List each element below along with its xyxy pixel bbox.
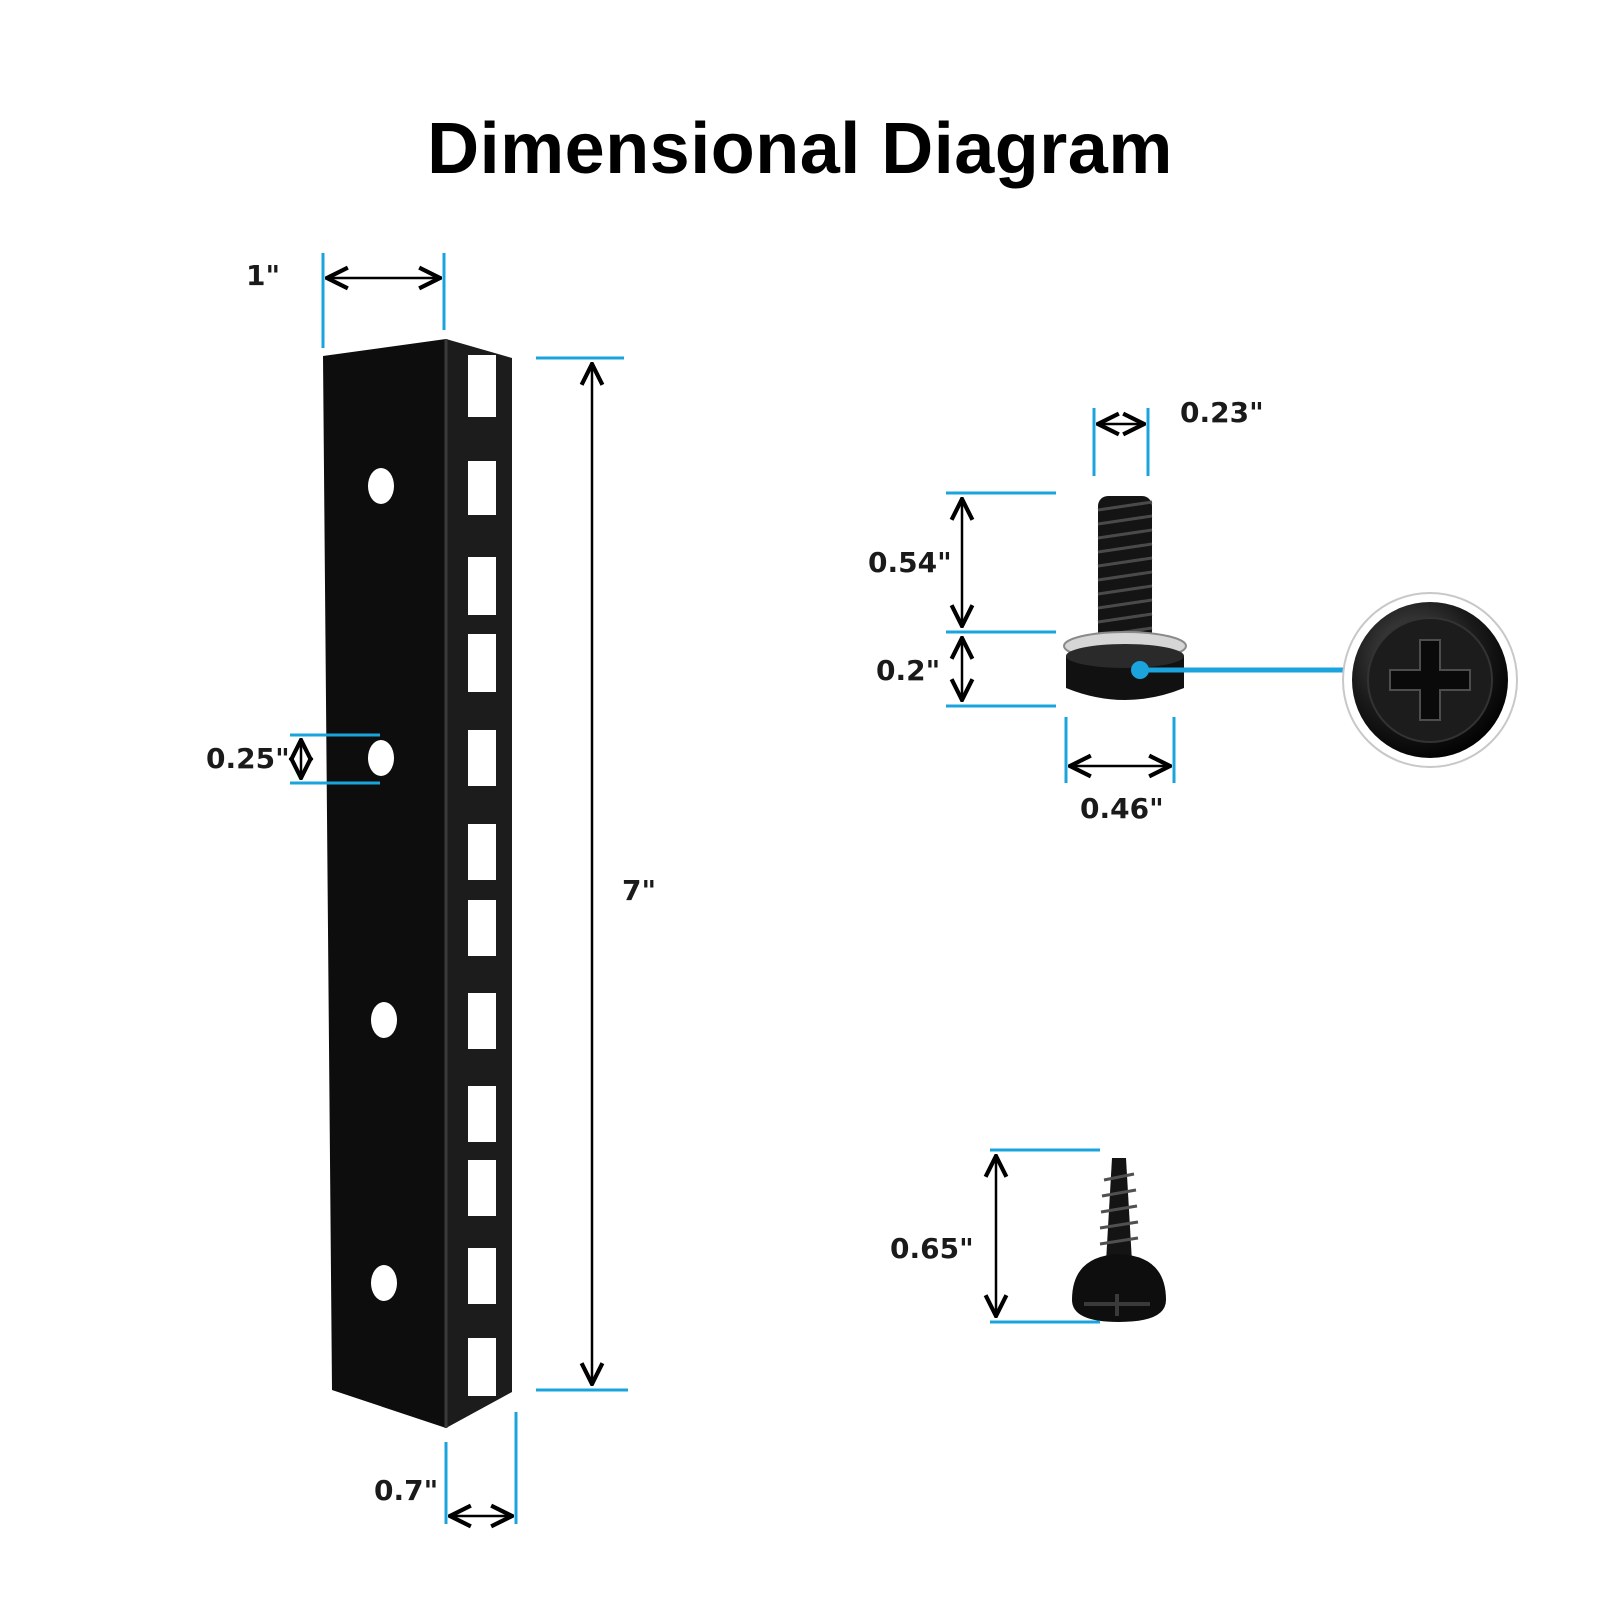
rail-front-face bbox=[323, 339, 446, 1428]
square-hole bbox=[468, 993, 496, 1049]
round-hole bbox=[368, 468, 394, 504]
square-hole bbox=[468, 1338, 496, 1396]
round-hole bbox=[371, 1002, 397, 1038]
head-height-label: 0.2" bbox=[876, 654, 941, 687]
rack-rail bbox=[323, 339, 512, 1428]
square-hole bbox=[468, 355, 496, 417]
round-hole bbox=[371, 1265, 397, 1301]
square-hole bbox=[468, 824, 496, 880]
machine-screw-dimension-lines bbox=[946, 408, 1176, 783]
square-hole bbox=[468, 1248, 496, 1304]
rail-square-holes bbox=[468, 355, 496, 1396]
rail-width-label: 1" bbox=[246, 259, 281, 292]
square-hole bbox=[468, 557, 496, 615]
machine-screw bbox=[1063, 496, 1187, 700]
rail-arrows bbox=[301, 278, 592, 1516]
round-hole bbox=[368, 740, 394, 776]
thread-length-label: 0.54" bbox=[868, 546, 952, 579]
screw-head-detail bbox=[1342, 592, 1518, 768]
wood-screw-dimension-lines bbox=[990, 1148, 1100, 1324]
machine-screw-arrows bbox=[962, 424, 1170, 766]
rail-round-holes bbox=[368, 468, 397, 1301]
rail-hole-label: 0.25" bbox=[206, 742, 290, 775]
square-hole bbox=[468, 461, 496, 515]
rail-flange-label: 0.7" bbox=[374, 1474, 439, 1507]
head-callout bbox=[1131, 661, 1344, 679]
phillips-head-icon bbox=[1389, 639, 1471, 721]
rail-height-label: 7" bbox=[622, 874, 657, 907]
wood-screw-length-label: 0.65" bbox=[890, 1232, 974, 1265]
thread-diameter-label: 0.23" bbox=[1180, 396, 1264, 429]
square-hole bbox=[468, 634, 496, 692]
rail-dimension-lines bbox=[290, 253, 628, 1524]
square-hole bbox=[468, 900, 496, 956]
square-hole bbox=[468, 1160, 496, 1216]
square-hole bbox=[468, 730, 496, 786]
wood-screw bbox=[1072, 1158, 1166, 1322]
head-diameter-label: 0.46" bbox=[1080, 792, 1164, 825]
square-hole bbox=[468, 1086, 496, 1142]
page-title: Dimensional Diagram bbox=[427, 109, 1173, 189]
